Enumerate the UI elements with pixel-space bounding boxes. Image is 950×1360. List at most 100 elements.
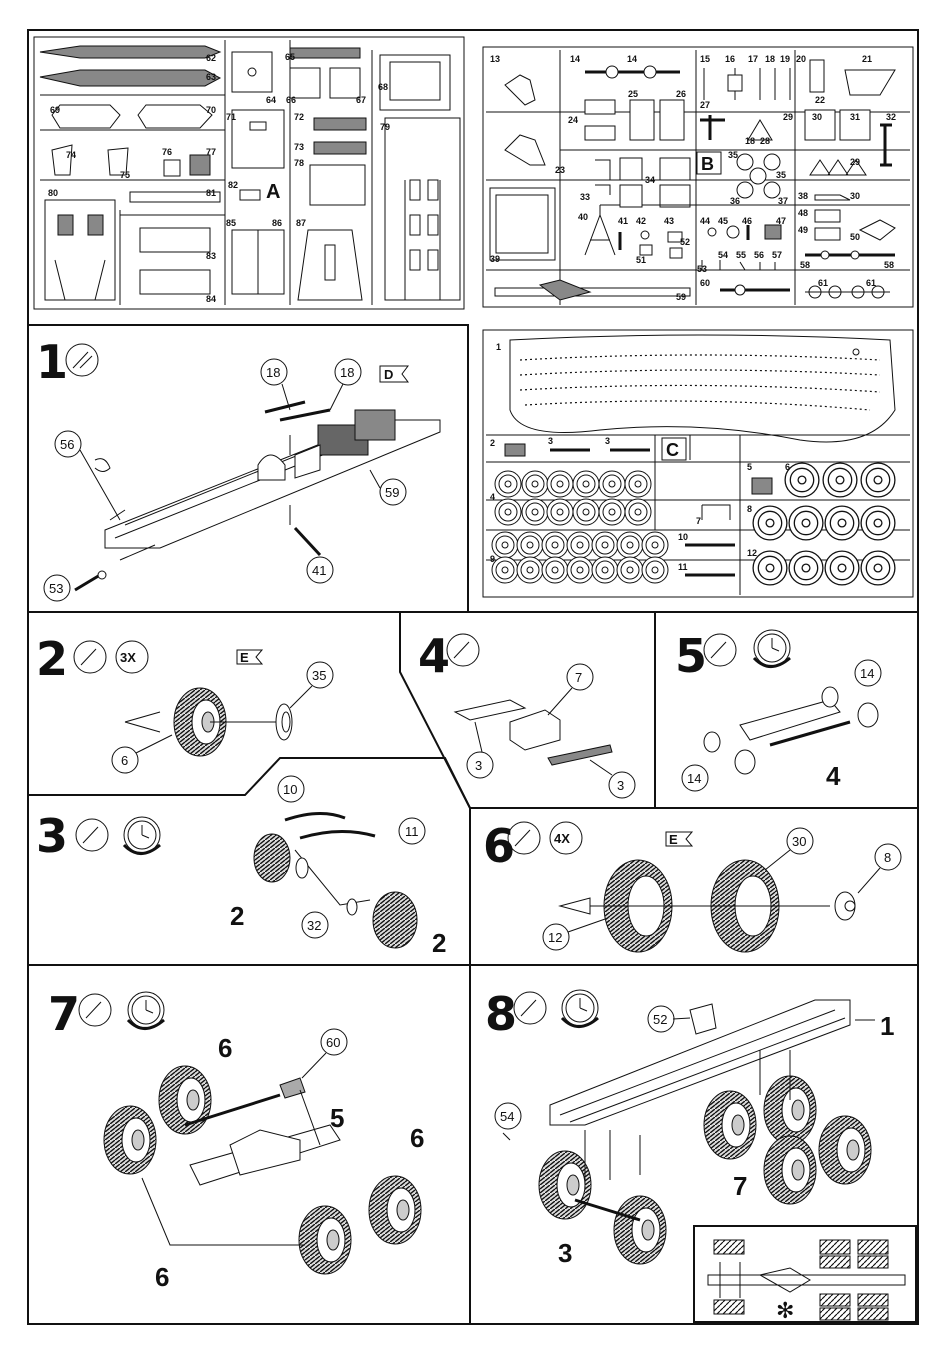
callout: 35 (312, 668, 326, 683)
part-number: 49 (798, 225, 808, 235)
glue-icon (75, 818, 109, 852)
part-number: 87 (296, 218, 306, 228)
part-number: 54 (718, 250, 728, 260)
step-number: 8 (485, 987, 517, 1041)
sub-assembly-label: 4 (826, 761, 841, 791)
part-number: 37 (778, 196, 788, 206)
step-number: 4 (418, 629, 450, 683)
callout: 3 (475, 758, 482, 773)
part-number: 69 (50, 105, 60, 115)
part-number: 79 (380, 122, 390, 132)
step-5: 5 14 14 4 (675, 629, 882, 792)
part-number: 62 (206, 53, 216, 63)
step-number: 7 (48, 987, 80, 1041)
part-number: 3 (548, 436, 553, 446)
part-number: 6 (785, 462, 790, 472)
glue-icon (507, 821, 541, 855)
callout: 14 (687, 771, 701, 786)
callout: 7 (575, 670, 582, 685)
part-number: 18 (745, 136, 755, 146)
decal-tag: D (384, 367, 393, 382)
callout: 60 (326, 1035, 340, 1050)
part-number: 28 (760, 136, 770, 146)
part-number: 41 (618, 216, 628, 226)
part-number: 27 (700, 100, 710, 110)
step-number: 5 (675, 629, 707, 683)
callout: 59 (385, 485, 399, 500)
part-number: 31 (850, 112, 860, 122)
part-number: 33 (580, 192, 590, 202)
callout: 14 (860, 666, 874, 681)
part-number: 55 (736, 250, 746, 260)
part-number: 8 (747, 504, 752, 514)
part-number: 21 (862, 54, 872, 64)
sub-assembly-label: 6 (155, 1262, 169, 1292)
sub-assembly-label: 2 (230, 901, 244, 931)
sub-assembly-label: 7 (733, 1171, 747, 1201)
part-number: 51 (636, 255, 646, 265)
part-number: 24 (568, 115, 578, 125)
part-number: 50 (850, 232, 860, 242)
callout: 6 (121, 753, 128, 768)
part-number: 20 (796, 54, 806, 64)
part-number: 46 (742, 216, 752, 226)
callout: 12 (548, 930, 562, 945)
part-number: 64 (266, 95, 276, 105)
part-number: 23 (555, 165, 565, 175)
part-number: 61 (818, 278, 828, 288)
part-number: 39 (490, 254, 500, 264)
sub-assembly-label: 2 (432, 928, 446, 958)
part-number: 14 (570, 54, 580, 64)
glue-icon (73, 640, 107, 674)
part-number: 44 (700, 216, 710, 226)
part-number: 75 (120, 170, 130, 180)
part-number: 48 (798, 208, 808, 218)
part-number: 25 (628, 89, 638, 99)
callout: 41 (312, 563, 326, 578)
part-number: 80 (48, 188, 58, 198)
part-number: 58 (800, 260, 810, 270)
part-number: 35 (728, 150, 738, 160)
part-number: 29 (783, 112, 793, 122)
step-3: 3 10 11 32 2 2 (36, 775, 446, 958)
part-number: 14 (627, 54, 637, 64)
glue-icon (703, 633, 737, 667)
part-number: 15 (700, 54, 710, 64)
part-number: 43 (664, 216, 674, 226)
part-number: 70 (206, 105, 216, 115)
part-number: 7 (696, 516, 701, 526)
glue-icon (65, 343, 99, 377)
callout: 3 (617, 778, 624, 793)
sprue-c: 1 2 3 3 4 5 6 7 8 9 10 11 12 C (482, 329, 914, 598)
decal-tag: E (669, 832, 678, 847)
sub-assembly-label: 5 (330, 1103, 344, 1133)
callout: 30 (792, 834, 806, 849)
part-number: 68 (378, 82, 388, 92)
part-number: 4 (490, 492, 495, 502)
part-number: 58 (884, 260, 894, 270)
step-number: 1 (36, 335, 68, 389)
part-number: 35 (776, 170, 786, 180)
inset-symbol: ✻ (776, 1299, 794, 1324)
part-number: 61 (866, 278, 876, 288)
glue-icon (513, 991, 547, 1025)
sprue-letter: C (666, 440, 679, 460)
callout: 53 (49, 581, 63, 596)
part-number: 83 (206, 251, 216, 261)
part-number: 17 (748, 54, 758, 64)
part-number: 1 (496, 342, 501, 352)
part-number: 12 (747, 548, 757, 558)
part-number: 30 (812, 112, 822, 122)
step-7: 7 60 6 5 6 6 (48, 987, 424, 1292)
step-6: 6 4X E 30 8 12 (483, 819, 902, 953)
step-4: 4 7 3 3 (418, 629, 636, 799)
part-number: 36 (730, 196, 740, 206)
multiplier: 3X (120, 650, 136, 665)
part-number: 72 (294, 112, 304, 122)
part-number: 22 (815, 95, 825, 105)
sub-assembly-label: 1 (880, 1011, 894, 1041)
callout: 8 (884, 850, 891, 865)
part-number: 3 (605, 436, 610, 446)
callout: 10 (283, 782, 297, 797)
